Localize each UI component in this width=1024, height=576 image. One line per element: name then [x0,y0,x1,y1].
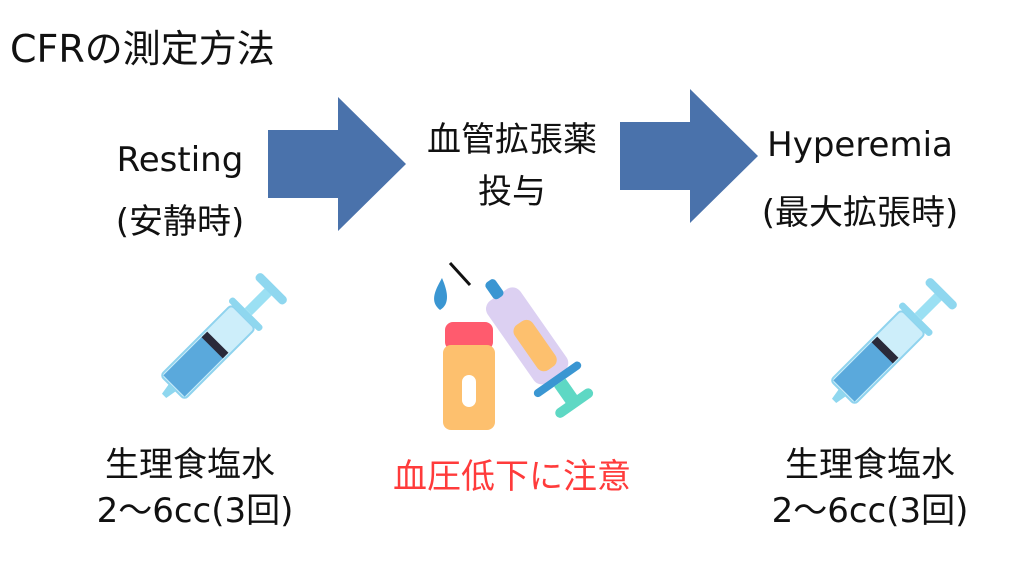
vial-and-syringe-icon [434,261,594,430]
arrow-right-icon [268,97,406,231]
page-title: CFRの測定方法 [10,27,275,71]
step-hyperemia-sublabel: (最大拡張時) [761,193,959,233]
left-saline-amount: 2〜6cc(3回) [96,491,294,531]
warning-text: 血圧低下に注意 [393,457,631,497]
syringe-icon [161,273,287,399]
step-drug-sublabel: 投与 [478,172,546,212]
step-hyperemia-label: Hyperemia [767,125,953,165]
step-resting-sublabel: (安静時) [115,202,245,242]
step-drug-label: 血管拡張薬 [427,120,597,160]
arrow-right-icon [620,89,758,223]
right-saline-amount: 2〜6cc(3回) [771,491,969,531]
right-saline-label: 生理食塩水 [785,445,955,485]
step-resting-label: Resting [116,140,244,180]
left-saline-label: 生理食塩水 [105,445,275,485]
syringe-icon [831,278,957,404]
